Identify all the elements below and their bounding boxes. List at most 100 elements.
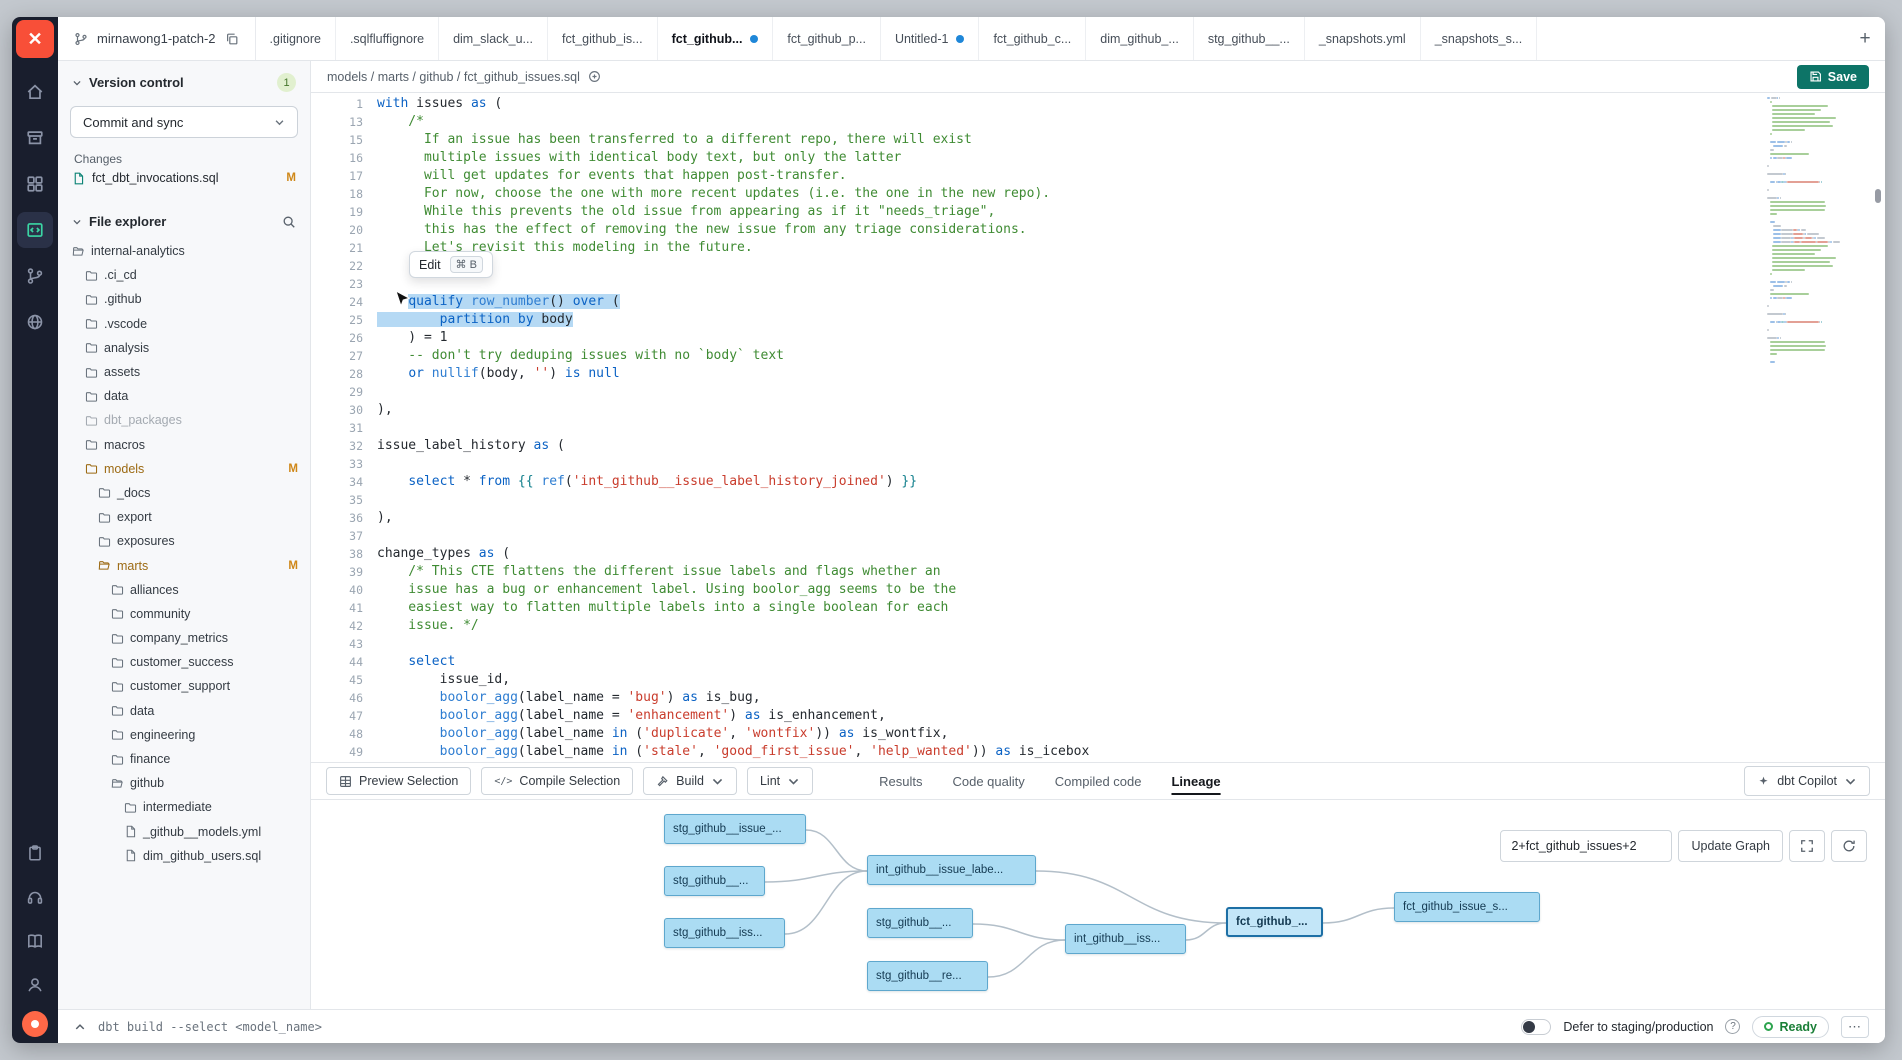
tree-item-.ci_cd[interactable]: .ci_cd	[58, 263, 310, 287]
code-line[interactable]: 13 /*	[311, 113, 1885, 131]
build-button[interactable]: Build	[643, 767, 737, 795]
globe-icon[interactable]	[17, 304, 53, 340]
code-line[interactable]: 39 /* This CTE flattens the different is…	[311, 563, 1885, 581]
commit-and-sync-button[interactable]: Commit and sync	[70, 106, 298, 138]
overflow-menu-button[interactable]: ⋯	[1841, 1016, 1869, 1038]
tree-item-data[interactable]: data	[58, 384, 310, 408]
panel-tab-lineage[interactable]: Lineage	[1171, 774, 1220, 789]
code-line[interactable]: 47 boolor_agg(label_name = 'enhancement'…	[311, 707, 1885, 725]
copy-link-icon[interactable]	[588, 70, 601, 83]
tree-item-company_metrics[interactable]: company_metrics	[58, 626, 310, 650]
code-line[interactable]: 37	[311, 527, 1885, 545]
code-line[interactable]: 46 boolor_agg(label_name = 'bug') as is_…	[311, 689, 1885, 707]
clipboard-icon[interactable]	[17, 835, 53, 871]
tab-gitignore[interactable]: .gitignore	[256, 17, 336, 60]
tree-item-alliances[interactable]: alliances	[58, 578, 310, 602]
tree-item-models[interactable]: modelsM	[58, 457, 310, 481]
code-line[interactable]: 25 partition by body	[311, 311, 1885, 329]
tree-item-dim_github_users.sql[interactable]: dim_github_users.sql	[58, 844, 310, 868]
tab-stg_github__[interactable]: stg_github__...	[1194, 17, 1305, 60]
branch-icon[interactable]	[17, 258, 53, 294]
lineage-node-int_github__iss[interactable]: int_github__iss...	[1065, 924, 1186, 954]
lineage-node-stg_github__re[interactable]: stg_github__re...	[867, 961, 988, 991]
tree-item-github[interactable]: github	[58, 771, 310, 795]
user-icon[interactable]	[17, 967, 53, 1003]
book-icon[interactable]	[17, 923, 53, 959]
expand-command-bar-icon[interactable]	[74, 1021, 86, 1033]
code-line[interactable]: 48 boolor_agg(label_name in ('duplicate'…	[311, 725, 1885, 743]
code-line[interactable]: 43	[311, 635, 1885, 653]
refresh-button[interactable]	[1831, 830, 1867, 862]
command-input[interactable]: dbt build --select <model_name>	[98, 1020, 322, 1034]
file-explorer-header[interactable]: File explorer	[58, 202, 310, 235]
tree-item-community[interactable]: community	[58, 602, 310, 626]
panel-tab-compiled-code[interactable]: Compiled code	[1055, 774, 1142, 789]
lineage-node-stg_github__[interactable]: stg_github__...	[867, 908, 973, 938]
code-line[interactable]: 45 issue_id,	[311, 671, 1885, 689]
tree-item-dbt_packages[interactable]: dbt_packages	[58, 408, 310, 432]
code-line[interactable]: 41 easiest way to flatten multiple label…	[311, 599, 1885, 617]
help-icon[interactable]: ?	[1725, 1019, 1740, 1034]
code-line[interactable]: 21 Let's revisit this modeling in the fu…	[311, 239, 1885, 257]
tree-item-finance[interactable]: finance	[58, 747, 310, 771]
panel-tab-code-quality[interactable]: Code quality	[952, 774, 1024, 789]
compile-selection-button[interactable]: </> Compile Selection	[481, 767, 633, 795]
save-button[interactable]: Save	[1797, 65, 1869, 89]
tab-_snapshots_s[interactable]: _snapshots_s...	[1421, 17, 1538, 60]
lineage-node-stg_github__iss[interactable]: stg_github__iss...	[664, 918, 785, 948]
tree-item-assets[interactable]: assets	[58, 360, 310, 384]
code-line[interactable]: 22 */	[311, 257, 1885, 275]
grid-icon[interactable]	[17, 166, 53, 202]
code-line[interactable]: 18 For now, choose the one with more rec…	[311, 185, 1885, 203]
tree-item-_github__models.yml[interactable]: _github__models.yml	[58, 820, 310, 844]
lint-button[interactable]: Lint	[747, 767, 813, 795]
tree-item-.github[interactable]: .github	[58, 287, 310, 311]
code-line[interactable]: 44 select	[311, 653, 1885, 671]
tab-sqlfluffignore[interactable]: .sqlfluffignore	[336, 17, 439, 60]
code-line[interactable]: 16 multiple issues with identical body t…	[311, 149, 1885, 167]
lineage-node-stg_github__[interactable]: stg_github__...	[664, 866, 765, 896]
tab-dim_github_[interactable]: dim_github_...	[1086, 17, 1194, 60]
code-line[interactable]: 20 this has the effect of removing the n…	[311, 221, 1885, 239]
tab-dim_slack_u[interactable]: dim_slack_u...	[439, 17, 548, 60]
dbt-logo-icon[interactable]: ✕	[16, 20, 54, 58]
tree-item-engineering[interactable]: engineering	[58, 723, 310, 747]
tab-fct_github_is[interactable]: fct_github_is...	[548, 17, 658, 60]
code-line[interactable]: 15 If an issue has been transferred to a…	[311, 131, 1885, 149]
tree-item-intermediate[interactable]: intermediate	[58, 795, 310, 819]
code-line[interactable]: 26 ) = 1	[311, 329, 1885, 347]
tree-item-customer_support[interactable]: customer_support	[58, 674, 310, 698]
code-line[interactable]: 17 will get updates for events that happ…	[311, 167, 1885, 185]
code-line[interactable]: 33	[311, 455, 1885, 473]
new-tab-button[interactable]: +	[1845, 28, 1885, 50]
tab-fct_github_c[interactable]: fct_github_c...	[979, 17, 1086, 60]
code-line[interactable]: 35	[311, 491, 1885, 509]
home-icon[interactable]	[17, 74, 53, 110]
code-line[interactable]: 29	[311, 383, 1885, 401]
status-badge[interactable]: Ready	[1752, 1016, 1829, 1038]
code-line[interactable]: 36),	[311, 509, 1885, 527]
code-line[interactable]: 23	[311, 275, 1885, 293]
tab-fct_github_p[interactable]: fct_github_p...	[773, 17, 881, 60]
code-line[interactable]: 27 -- don't try deduping issues with no …	[311, 347, 1885, 365]
tab-fct_github[interactable]: fct_github...	[658, 17, 774, 60]
lineage-selector-input[interactable]	[1500, 830, 1672, 862]
lineage-node-fct_github_issue_s[interactable]: fct_github_issue_s...	[1394, 892, 1540, 922]
tree-item-internalanalytics[interactable]: internal-analytics	[58, 239, 310, 263]
tree-item-macros[interactable]: macros	[58, 433, 310, 457]
code-line[interactable]: 49 boolor_agg(label_name in ('stale', 'g…	[311, 743, 1885, 761]
preview-selection-button[interactable]: Preview Selection	[326, 767, 471, 795]
version-control-header[interactable]: Version control 1	[58, 61, 310, 98]
copy-icon[interactable]	[225, 32, 239, 46]
branch-selector[interactable]: mirnawong1-patch-2	[58, 17, 256, 60]
minimap[interactable]	[1767, 97, 1869, 365]
panel-tab-results[interactable]: Results	[879, 774, 922, 789]
tree-item-export[interactable]: export	[58, 505, 310, 529]
defer-toggle[interactable]	[1521, 1019, 1551, 1035]
tree-item-analysis[interactable]: analysis	[58, 336, 310, 360]
tree-item-exposures[interactable]: exposures	[58, 529, 310, 553]
code-line[interactable]: 30),	[311, 401, 1885, 419]
fullscreen-button[interactable]	[1789, 830, 1825, 862]
code-line[interactable]: 38change_types as (	[311, 545, 1885, 563]
code-line[interactable]: 40 issue has a bug or enhancement label.…	[311, 581, 1885, 599]
